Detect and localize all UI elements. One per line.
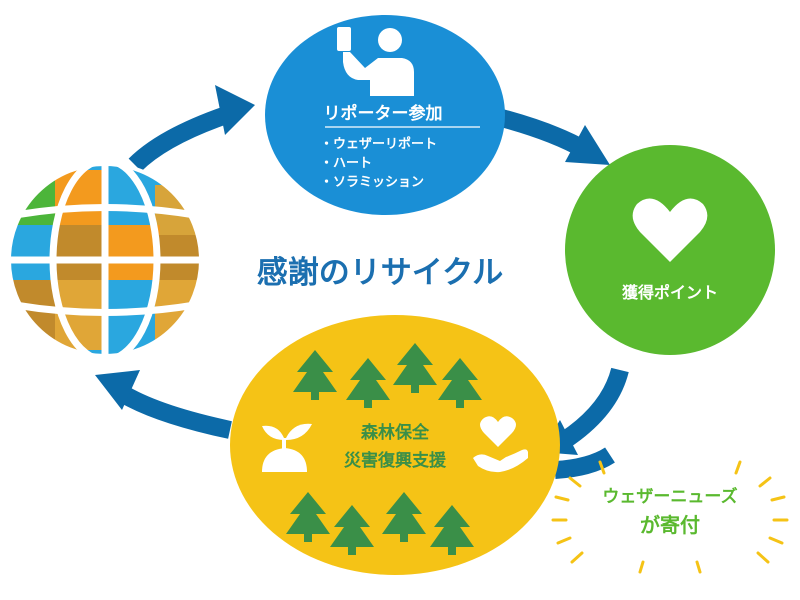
points-label: 獲得ポイント [622, 283, 718, 302]
reporter-item-2: ・ハート [320, 156, 372, 171]
arrow-points-to-forest [559, 367, 629, 448]
tree-icon [286, 492, 330, 542]
points-node: 獲得ポイント [565, 145, 775, 355]
reporter-item-3: ・ソラミッション [320, 175, 424, 190]
center-title: 感謝のリサイクル [257, 255, 503, 291]
forest-line-2: 災害復興支援 [344, 450, 447, 471]
heart-hand-icon [473, 416, 528, 473]
reporter-item-1: ・ウェザーリポート [320, 136, 437, 152]
tree-icon [330, 505, 374, 555]
arrow-forest-to-globe [120, 387, 232, 439]
arrowhead-globe [95, 370, 140, 410]
forest-node: 森林保全 災害復興支援 [230, 315, 560, 575]
reporter-circle [265, 15, 505, 215]
tree-icon [293, 350, 337, 400]
donation-line-1: ウェザーニューズ [602, 486, 737, 507]
donation-callout: ウェザーニューズ が寄付 [551, 460, 789, 574]
forest-line-1: 森林保全 [361, 422, 430, 443]
heart-icon [632, 198, 708, 262]
arrowhead-reporter [215, 85, 255, 135]
reporter-person-icon [337, 27, 414, 96]
donation-line-2: が寄付 [640, 513, 700, 537]
tree-icons [286, 343, 482, 555]
sprout-icon [262, 423, 312, 472]
arrow-globe-to-reporter [128, 103, 238, 172]
arrow-heads [95, 85, 610, 455]
arrow-donation-tail [554, 447, 615, 479]
tree-icon [346, 358, 390, 408]
tree-icon [430, 505, 474, 555]
tree-icon [393, 343, 437, 393]
reporter-node: リポーター参加 ・ウェザーリポート ・ハート ・ソラミッション [265, 15, 505, 215]
arrowhead-points [565, 125, 610, 165]
reporter-title: リポーター参加 [324, 103, 443, 124]
globe-icon [7, 162, 203, 358]
tree-icon [438, 358, 482, 408]
tree-icon [382, 492, 426, 542]
forest-circle [230, 315, 560, 575]
burst-lines [551, 460, 789, 574]
